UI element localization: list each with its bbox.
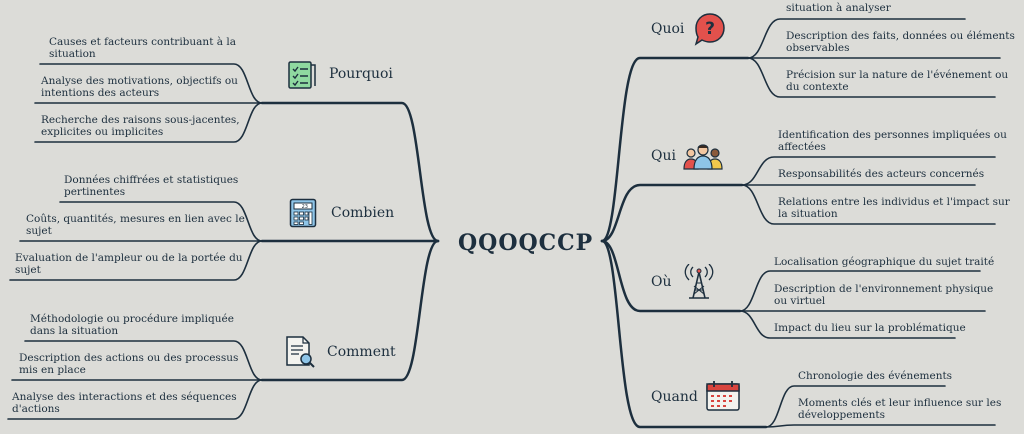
branch-qui: Qui: [651, 148, 676, 164]
connector-leaf: [741, 184, 996, 225]
central-topic: QQOQCCP: [458, 230, 594, 256]
leaf-text: Evaluation de l'ampleur ou de la portée …: [15, 252, 243, 276]
antenna-tower-icon: [684, 264, 714, 299]
leaf-text: Description des faits, données ou élémen…: [786, 30, 1015, 54]
branch-quand: Quand: [651, 389, 698, 405]
leaf-text: Recherche des raisons sous-jacentes,expl…: [41, 114, 240, 138]
leaf-text: Identification des personnes impliquées …: [778, 129, 1007, 153]
connector-leaf: [34, 102, 263, 143]
connector-leaf: [39, 63, 263, 104]
connector-leaf: [739, 270, 981, 312]
connector-pourquoi: [260, 101, 440, 243]
leaf-text: Analyse des interactions et des séquence…: [12, 391, 237, 415]
leaf-text: Impact du lieu sur la problématique: [774, 322, 966, 334]
connector-ou: [600, 239, 742, 313]
connector-leaf: [765, 385, 946, 428]
calculator-display: 23: [302, 204, 308, 210]
leaf-text: Localisation géographique du sujet trait…: [774, 256, 995, 268]
leaf-text: situation à analyser: [786, 2, 891, 14]
leaf-text: Relations entre les individus et l'impac…: [778, 196, 1010, 220]
connector-leaf: [9, 240, 263, 281]
checklist-icon: [288, 61, 316, 89]
connector-qui: [600, 183, 744, 243]
connector-quand: [600, 239, 768, 429]
question-bubble-icon: ?: [694, 13, 725, 46]
connector-leaf: [765, 424, 996, 428]
leaf-text: Description des actions ou des processus…: [19, 352, 239, 376]
connector-leaf: [747, 57, 996, 98]
branch-combien: Combien: [331, 205, 395, 221]
leaf-text: Chronologie des événements: [798, 370, 953, 382]
document-search-icon: [286, 336, 315, 368]
people-group-icon: [683, 144, 723, 170]
connector-leaf: [24, 340, 263, 381]
connector-quoi: [600, 56, 750, 243]
branch-quoi: Quoi: [651, 21, 685, 37]
leaf-text: Précision sur la nature de l'événement o…: [786, 69, 1009, 93]
calendar-icon: [706, 381, 740, 411]
connector-leaf: [741, 156, 996, 186]
connector-leaf: [739, 310, 956, 339]
branch-pourquoi: Pourquoi: [329, 66, 393, 82]
leaf-text: Coûts, quantités, mesures en lien avec l…: [26, 213, 245, 237]
leaf-text: Responsabilités des acteurs concernés: [778, 168, 985, 180]
branch-comment: Comment: [327, 344, 396, 360]
question-mark: ?: [705, 19, 715, 39]
connector-comment: [260, 239, 440, 382]
calculator-icon: 23: [289, 198, 317, 228]
connector-leaf: [59, 201, 263, 242]
connector-leaf: [747, 18, 966, 59]
connector-leaf: [7, 379, 263, 420]
branch-ou: Où: [651, 274, 672, 290]
